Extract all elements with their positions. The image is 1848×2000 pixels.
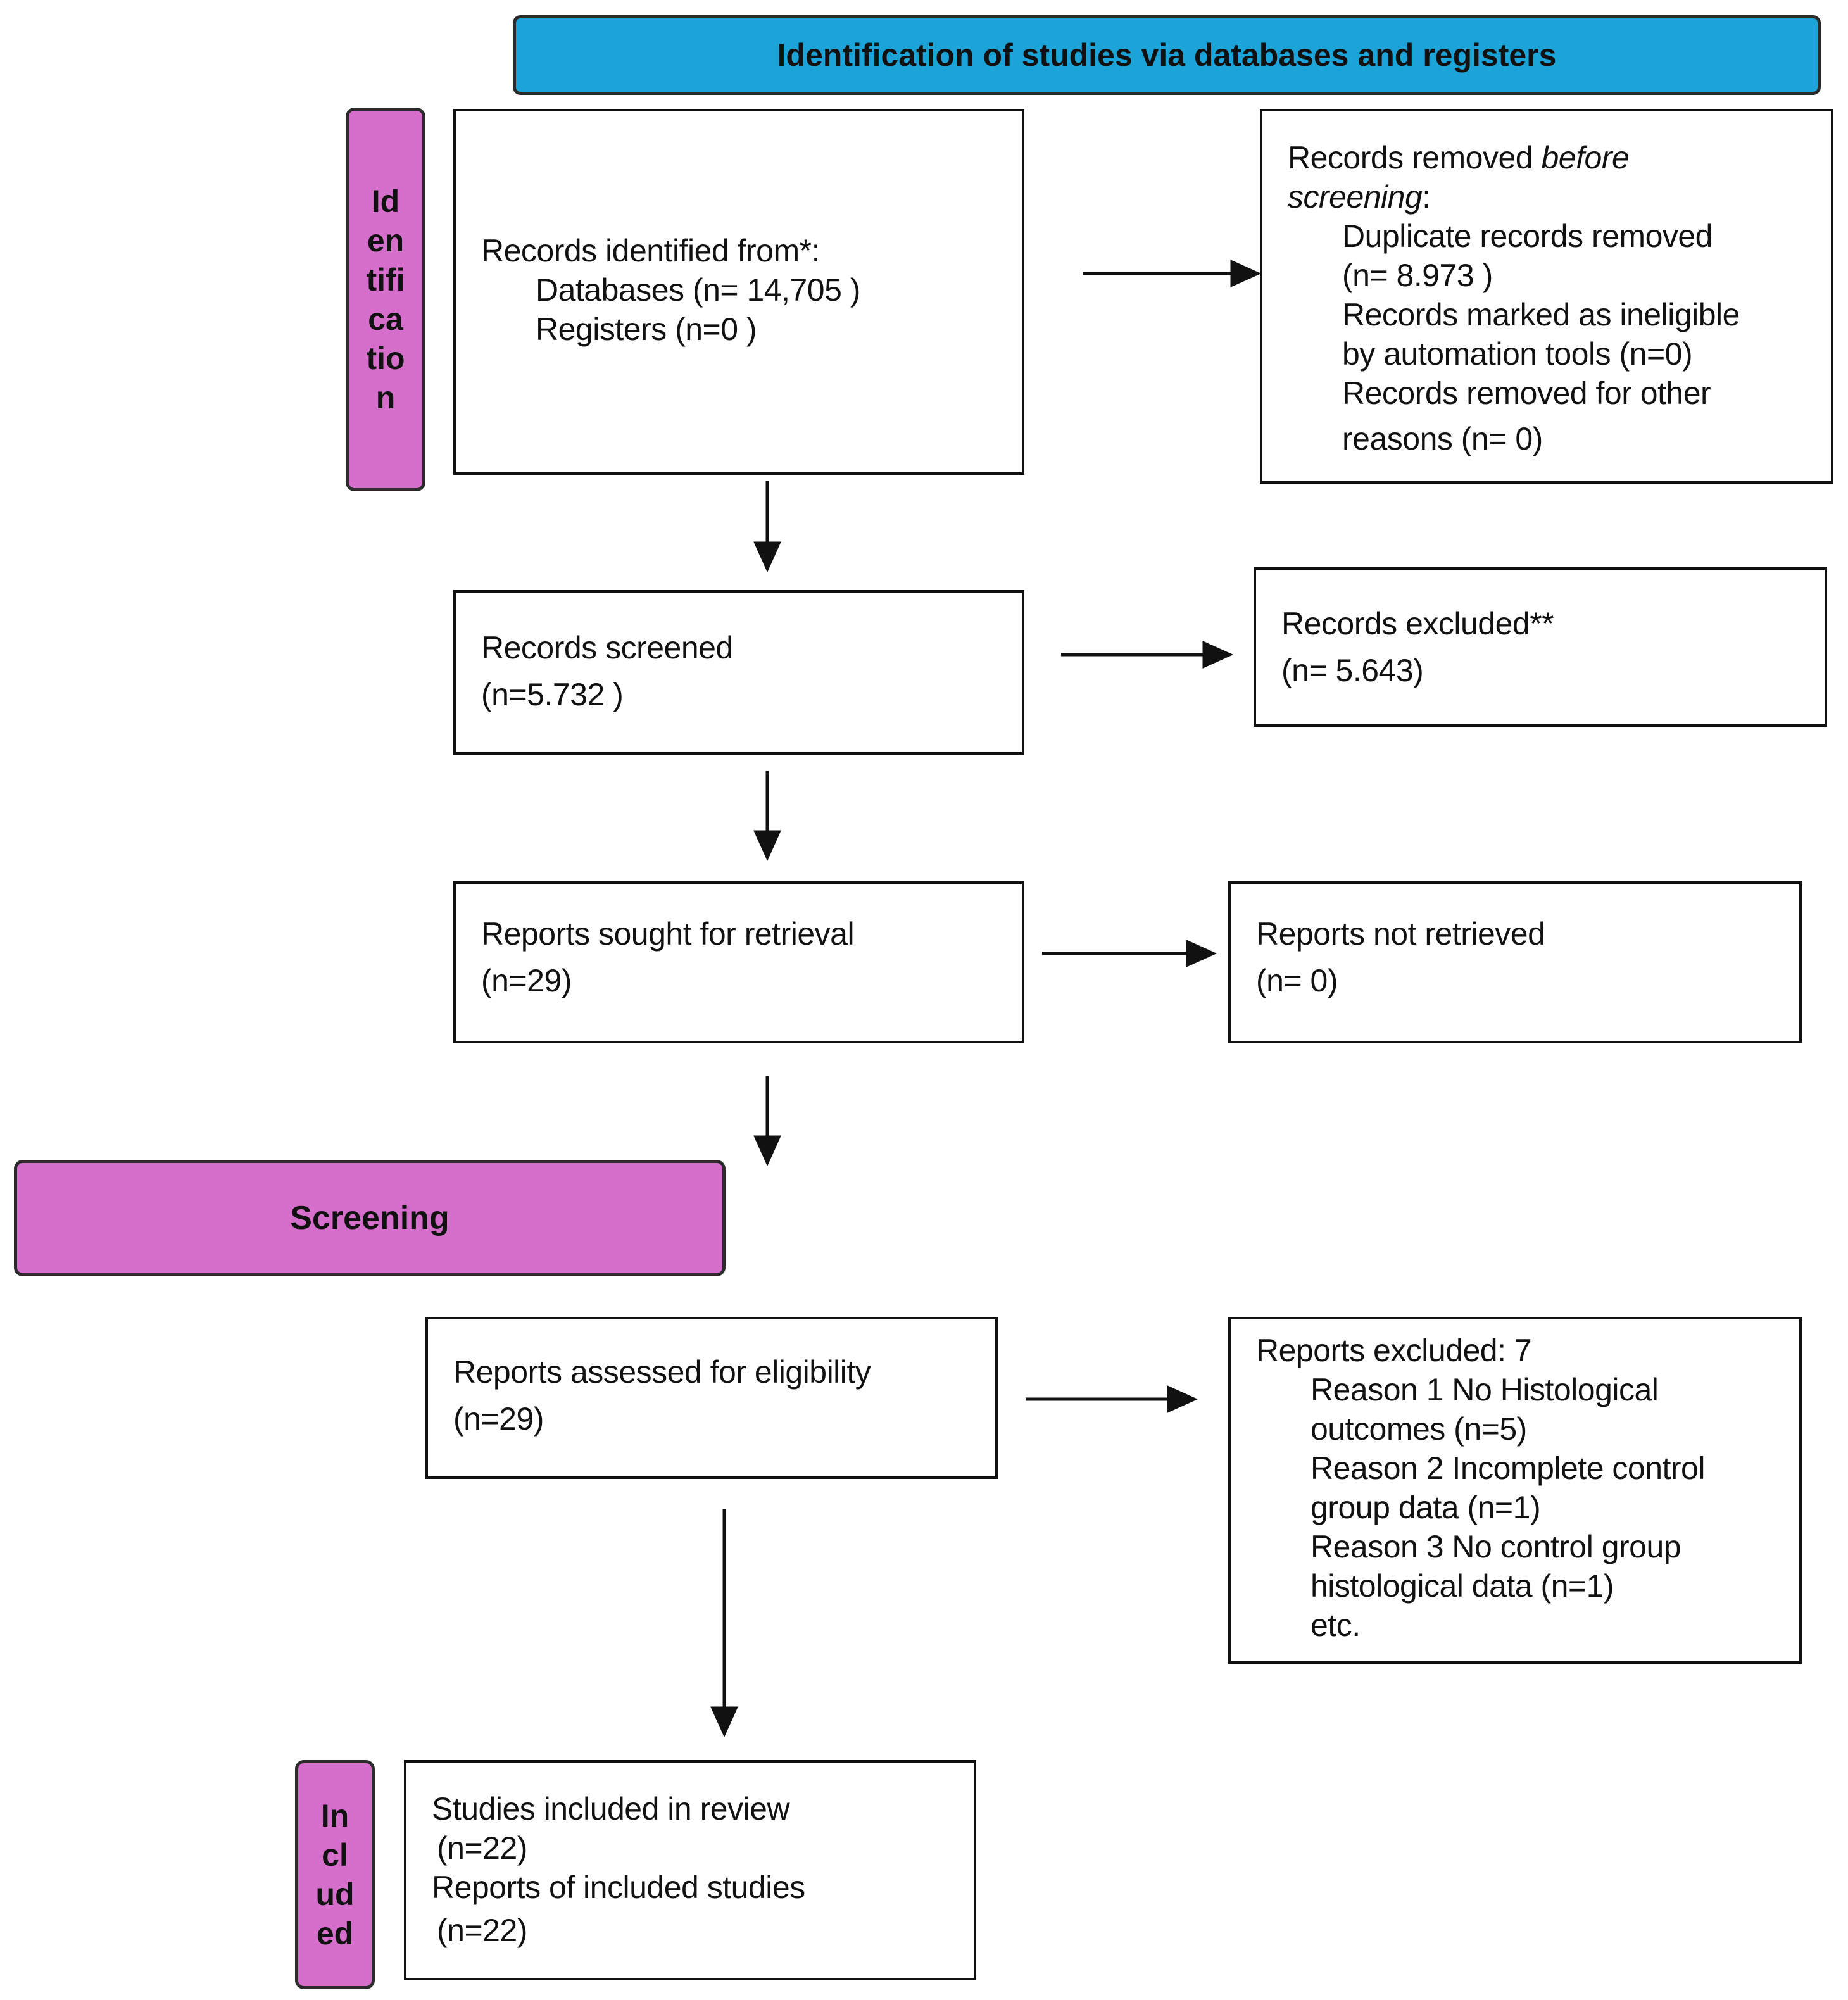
arrow-to-studies-included-head — [710, 1706, 738, 1738]
studies-included-text: Studies included in review (n=22) Report… — [432, 1789, 805, 1950]
reports-included-count: (n=22) — [437, 1913, 527, 1948]
reports-excluded-line: outcomes (n=5) — [1311, 1411, 1527, 1447]
phase-identification-line: tio — [366, 341, 405, 376]
records-identified-box — [453, 109, 1024, 475]
reports-not-retrieved-box — [1228, 881, 1802, 1043]
records-identified-heading: Records identified from*: — [481, 233, 820, 268]
reports-sought-text: Reports sought for retrieval (n=29) — [481, 914, 855, 1000]
phase-identification-line: en — [367, 223, 405, 258]
records-removed-heading-line2-italic: screening — [1288, 179, 1423, 215]
records-removed-heading-line2-suffix: : — [1422, 179, 1431, 215]
reports-sought-count: (n=29) — [481, 963, 572, 998]
reports-excluded-line: Reason 1 No Histological — [1311, 1372, 1659, 1407]
records-removed-heading-prefix: Records removed — [1288, 140, 1542, 175]
records-screened-label: Records screened — [481, 630, 733, 665]
arrow-to-records-screened-head — [753, 541, 781, 573]
arrow-to-reports-sought-head — [753, 830, 781, 862]
studies-included-count: (n=22) — [437, 1830, 527, 1866]
reports-excluded-heading: Reports excluded: 7 — [1256, 1333, 1532, 1368]
reports-assessed-count: (n=29) — [453, 1401, 544, 1437]
records-excluded-text: Records excluded** (n= 5.643) — [1281, 604, 1554, 690]
phase-included-line: ud — [315, 1877, 355, 1912]
reports-sought-label: Reports sought for retrieval — [481, 916, 855, 952]
records-excluded-count: (n= 5.643) — [1281, 653, 1424, 688]
reports-assessed-text: Reports assessed for eligibility (n=29) — [453, 1352, 871, 1438]
ineligible-line2: by automation tools (n=0) — [1342, 336, 1693, 372]
arrow-to-records-excluded-head — [1202, 641, 1234, 669]
records-removed-box — [1260, 109, 1833, 484]
records-identified-text: Records identified from*: Databases (n= … — [481, 231, 860, 349]
records-removed-heading-italic: before — [1541, 140, 1630, 175]
reports-sought-box — [453, 881, 1024, 1043]
phase-identification-line: n — [375, 380, 396, 415]
records-removed-heading-line2: screening: — [1288, 177, 1740, 217]
arrow-to-reports-not-retrieved-head — [1186, 940, 1217, 967]
studies-included-box — [404, 1760, 976, 1980]
banner-title: Identification of studies via databases … — [777, 37, 1557, 73]
records-screened-box — [453, 590, 1024, 755]
registers-count: Registers (n=0 ) — [536, 311, 757, 347]
records-screened-count: (n=5.732 ) — [481, 677, 624, 712]
phase-label-identification: Id en tifi ca tio n — [346, 108, 425, 491]
reports-assessed-box — [425, 1317, 998, 1479]
duplicates-removed-line1: Duplicate records removed — [1342, 218, 1713, 254]
reports-excluded-line: Reason 3 No control group — [1311, 1529, 1681, 1564]
phase-label-screening: Screening — [14, 1160, 726, 1276]
reports-excluded-line: group data (n=1) — [1311, 1490, 1541, 1525]
phase-included-line: In — [320, 1798, 349, 1833]
reports-not-retrieved-label: Reports not retrieved — [1256, 916, 1545, 952]
reports-excluded-line: etc. — [1311, 1607, 1361, 1643]
phase-included-line: cl — [322, 1837, 348, 1873]
phase-included-line: ed — [316, 1916, 354, 1951]
reports-included-label: Reports of included studies — [432, 1870, 805, 1905]
reports-excluded-line: Reason 2 Incomplete control — [1311, 1450, 1705, 1486]
identification-banner: Identification of studies via databases … — [513, 15, 1821, 95]
reports-excluded-box — [1228, 1317, 1802, 1664]
records-screened-text: Records screened (n=5.732 ) — [481, 628, 733, 714]
records-removed-heading-line1: Records removed before — [1288, 138, 1740, 177]
arrow-to-screening-head — [753, 1135, 781, 1167]
duplicates-removed-line2: (n= 8.973 ) — [1342, 258, 1493, 293]
phase-screening-text: Screening — [290, 1200, 449, 1236]
other-removed-line2: reasons (n= 0) — [1342, 421, 1543, 456]
records-excluded-label: Records excluded** — [1281, 606, 1554, 641]
reports-excluded-text: Reports excluded: 7 Reason 1 No Histolog… — [1256, 1331, 1705, 1645]
other-removed-line1: Records removed for other — [1342, 375, 1711, 411]
arrow-to-records-removed-head — [1230, 260, 1262, 287]
records-excluded-box — [1254, 567, 1827, 727]
reports-not-retrieved-count: (n= 0) — [1256, 963, 1338, 998]
studies-included-label: Studies included in review — [432, 1791, 790, 1827]
reports-not-retrieved-text: Reports not retrieved (n= 0) — [1256, 914, 1545, 1000]
reports-excluded-line: histological data (n=1) — [1311, 1568, 1614, 1604]
phase-label-included: In cl ud ed — [295, 1760, 375, 1989]
phase-identification-line: tifi — [366, 262, 405, 298]
reports-assessed-label: Reports assessed for eligibility — [453, 1354, 871, 1390]
arrow-to-reports-excluded-head — [1167, 1385, 1198, 1413]
databases-count: Databases (n= 14,705 ) — [536, 272, 860, 308]
records-removed-text: Records removed before screening: Duplic… — [1288, 138, 1740, 458]
phase-identification-line: Id — [371, 184, 400, 219]
ineligible-line1: Records marked as ineligible — [1342, 297, 1740, 332]
phase-identification-line: ca — [368, 301, 403, 337]
